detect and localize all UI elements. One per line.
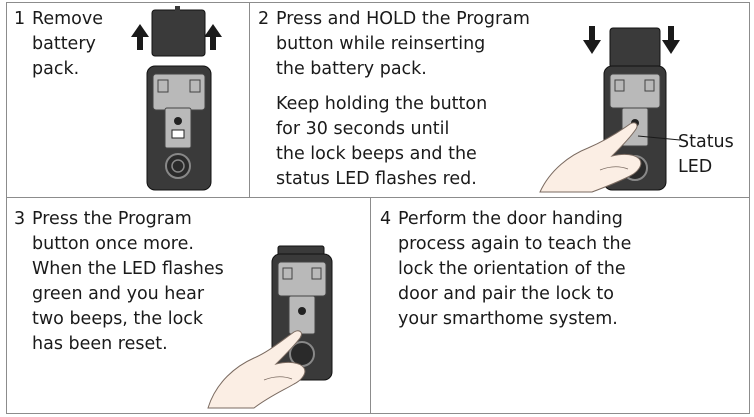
step-number: 3 <box>14 209 26 229</box>
step-4-text: 4 Perform the door handing process again … <box>380 207 631 332</box>
lock-body <box>271 253 333 381</box>
grid-divider-bottom <box>370 197 371 414</box>
step-line: door and pair the lock to <box>398 284 614 304</box>
note-line: Keep holding the button <box>276 94 488 114</box>
arrow-down-icon <box>583 26 601 54</box>
arrow-up-icon <box>204 24 222 50</box>
step-line: process again to teach the <box>398 234 632 254</box>
step-line: pack. <box>32 59 80 79</box>
step-line: button while reinserting <box>276 34 486 54</box>
step-line: button once more. <box>32 234 194 254</box>
hand-icon <box>207 330 306 409</box>
step-number: 4 <box>380 209 392 229</box>
grid-frame <box>6 2 750 414</box>
note-line: status LED flashes red. <box>276 169 477 189</box>
battery-pack <box>609 27 661 69</box>
grid-divider-horizontal <box>6 197 750 198</box>
hand-icon <box>539 122 642 193</box>
step-line: has been reset. <box>32 334 168 354</box>
step-line: the battery pack. <box>276 59 427 79</box>
arrow-down-icon <box>662 26 680 54</box>
step-line: two beeps, the lock <box>32 309 204 329</box>
step-line: lock the orientation of the <box>398 259 626 279</box>
step-line: Perform the door handing <box>398 209 623 229</box>
lock-illustration <box>539 26 681 193</box>
lock-illustration <box>131 6 222 191</box>
status-led-leader <box>637 135 681 141</box>
callout-line: LED <box>678 157 713 177</box>
step-2-text: 2 Press and HOLD the Program button while… <box>258 7 530 82</box>
note-line: the lock beeps and the <box>276 144 477 164</box>
step-number: 1 <box>14 9 26 29</box>
step-line: Press the Program <box>32 209 192 229</box>
lock-illustration <box>207 245 333 409</box>
step-line: green and you hear <box>32 284 205 304</box>
step-line: When the LED flashes <box>32 259 224 279</box>
lock-body <box>146 65 212 191</box>
callout-line: Status <box>678 132 734 152</box>
grid-divider-top <box>249 2 250 197</box>
step-line: your smarthome system. <box>398 309 618 329</box>
status-led-label: Status LED <box>678 130 734 180</box>
step-1-text: 1 Remove battery pack. <box>14 7 103 82</box>
step-3-text: 3 Press the Program button once more. Whe… <box>14 207 224 357</box>
battery-pack <box>151 6 206 57</box>
step-line: Remove <box>32 9 104 29</box>
step-line: battery <box>32 34 96 54</box>
step-line: Press and HOLD the Program <box>276 9 530 29</box>
step-2-note: Keep holding the button for 30 seconds u… <box>276 92 487 192</box>
step-number: 2 <box>258 9 270 29</box>
note-line: for 30 seconds until <box>276 119 450 139</box>
arrow-up-icon <box>131 24 149 50</box>
